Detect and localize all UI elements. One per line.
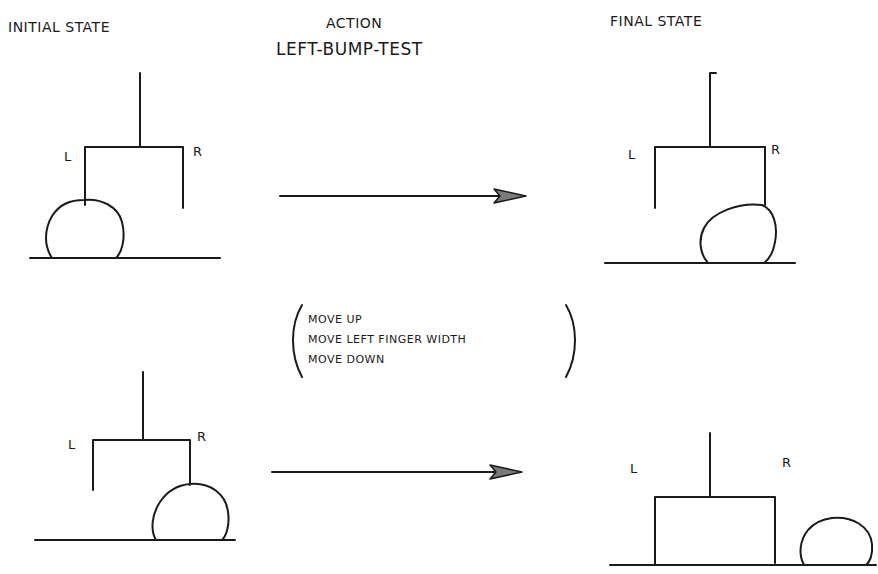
column-heading: INITIAL STATE <box>8 20 110 35</box>
gripper <box>655 433 775 565</box>
bracket <box>293 305 302 377</box>
arrow-shaft <box>280 195 500 197</box>
finger-label: L <box>68 438 76 452</box>
ground-line <box>35 539 235 541</box>
finger-label: R <box>782 456 792 470</box>
gripper <box>93 372 190 490</box>
arrow-shaft <box>272 471 496 473</box>
ground-line <box>610 564 876 566</box>
action-step: MOVE LEFT FINGER WIDTH <box>308 334 466 346</box>
arrow-head <box>494 189 526 203</box>
action-step: MOVE DOWN <box>308 354 385 366</box>
action-name: LEFT-BUMP-TEST <box>276 40 423 59</box>
rock <box>701 204 776 263</box>
rock <box>153 484 229 540</box>
column-heading: FINAL STATE <box>610 14 702 29</box>
ground-line <box>605 262 795 264</box>
finger-label: R <box>197 430 207 444</box>
rock <box>801 518 873 565</box>
gripper <box>85 73 183 208</box>
ground-line <box>30 257 220 259</box>
finger-label: L <box>64 150 72 164</box>
finger-label: R <box>771 143 781 157</box>
arrow-head <box>490 465 522 479</box>
gripper <box>655 73 765 208</box>
rock <box>46 200 124 258</box>
finger-label: L <box>630 462 638 476</box>
action-step: MOVE UP <box>308 314 362 326</box>
column-heading: ACTION <box>326 16 382 31</box>
bracket <box>566 305 575 377</box>
finger-label: R <box>193 145 203 159</box>
finger-label: L <box>628 148 636 162</box>
